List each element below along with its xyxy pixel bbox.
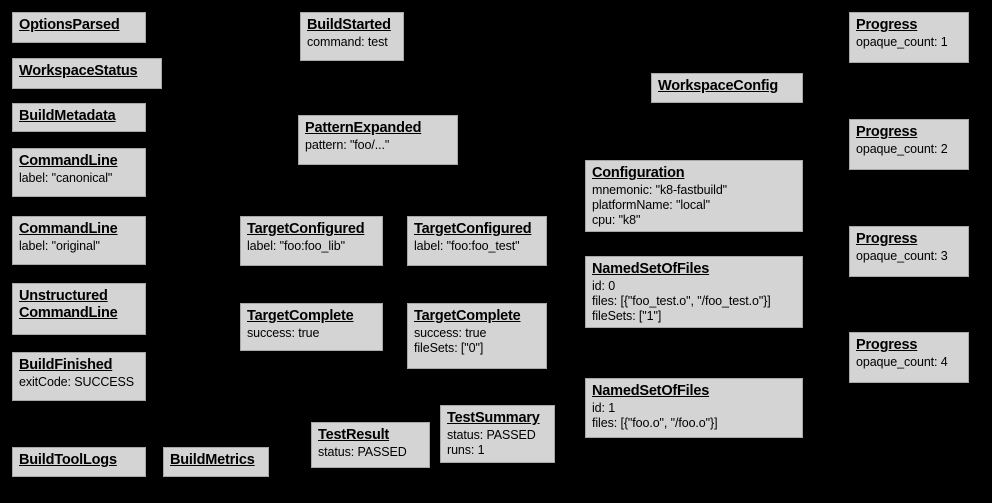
event-node-title: WorkspaceConfig <box>658 78 779 94</box>
event-node-fields: label: "foo:foo_test" <box>414 239 520 254</box>
event-node-command-line-canonical[interactable]: CommandLine label: "canonical" <box>12 148 146 197</box>
event-node-named-set-of-files-0[interactable]: NamedSetOfFiles id: 0 files: [{"foo_test.… <box>585 256 803 328</box>
event-node-title: TestResult <box>318 427 390 443</box>
event-node-target-configured-foo-test[interactable]: TargetConfigured label: "foo:foo_test" <box>407 216 547 266</box>
event-node-title: Progress <box>856 124 918 140</box>
event-node-title: Progress <box>856 337 918 353</box>
event-node-fields: opaque_count: 2 <box>856 142 948 157</box>
event-node-title: Unstructured CommandLine <box>19 288 118 322</box>
event-node-fields: success: true fileSets: ["0"] <box>414 326 487 355</box>
event-node-progress-3[interactable]: Progress opaque_count: 3 <box>849 226 969 277</box>
event-node-fields: command: test <box>307 35 388 50</box>
event-node-build-metrics[interactable]: BuildMetrics <box>163 447 269 477</box>
event-node-title: TargetConfigured <box>247 221 365 237</box>
event-node-title: TestSummary <box>447 410 540 426</box>
event-node-title: CommandLine <box>19 153 118 169</box>
event-node-build-finished[interactable]: BuildFinished exitCode: SUCCESS <box>12 352 146 401</box>
event-node-workspace-status[interactable]: WorkspaceStatus <box>12 58 162 89</box>
event-node-title: TargetConfigured <box>414 221 532 237</box>
event-node-fields: label: "original" <box>19 239 100 254</box>
event-node-configuration[interactable]: Configuration mnemonic: "k8-fastbuild" pl… <box>585 160 803 232</box>
event-node-fields: label: "canonical" <box>19 171 113 186</box>
event-node-fields: opaque_count: 4 <box>856 355 948 370</box>
event-node-fields: status: PASSED runs: 1 <box>447 428 536 457</box>
event-node-fields: mnemonic: "k8-fastbuild" platformName: "… <box>592 183 728 227</box>
event-node-title: TargetComplete <box>414 308 521 324</box>
event-node-progress-2[interactable]: Progress opaque_count: 2 <box>849 119 969 170</box>
event-node-title: BuildToolLogs <box>19 452 117 468</box>
event-node-fields: opaque_count: 3 <box>856 249 948 264</box>
event-node-title: BuildMetadata <box>19 108 116 124</box>
event-node-fields: opaque_count: 1 <box>856 35 948 50</box>
event-node-title: Configuration <box>592 165 685 181</box>
event-node-target-configured-foo-lib[interactable]: TargetConfigured label: "foo:foo_lib" <box>240 216 383 266</box>
event-node-named-set-of-files-1[interactable]: NamedSetOfFiles id: 1 files: [{"foo.o", "… <box>585 378 803 438</box>
event-node-fields: pattern: "foo/..." <box>305 138 390 153</box>
event-node-progress-1[interactable]: Progress opaque_count: 1 <box>849 12 969 63</box>
event-node-unstructured-command-line[interactable]: Unstructured CommandLine <box>12 283 146 335</box>
event-node-test-summary[interactable]: TestSummary status: PASSED runs: 1 <box>440 405 555 463</box>
event-node-pattern-expanded[interactable]: PatternExpanded pattern: "foo/..." <box>298 115 458 165</box>
event-node-title: WorkspaceStatus <box>19 63 138 79</box>
event-node-title: Progress <box>856 231 918 247</box>
event-node-build-started[interactable]: BuildStarted command: test <box>300 12 404 61</box>
event-node-fields: id: 0 files: [{"foo_test.o", "/foo_test.… <box>592 279 771 323</box>
event-node-fields: exitCode: SUCCESS <box>19 375 135 390</box>
event-node-title: BuildFinished <box>19 357 113 373</box>
event-node-fields: label: "foo:foo_lib" <box>247 239 345 254</box>
event-node-command-line-original[interactable]: CommandLine label: "original" <box>12 216 146 265</box>
event-node-title: BuildMetrics <box>170 452 255 468</box>
event-node-title: PatternExpanded <box>305 120 422 136</box>
event-node-title: TargetComplete <box>247 308 354 324</box>
event-node-target-complete-foo-lib[interactable]: TargetComplete success: true <box>240 303 383 351</box>
event-node-progress-4[interactable]: Progress opaque_count: 4 <box>849 332 969 383</box>
event-node-title: NamedSetOfFiles <box>592 383 710 399</box>
event-node-test-result[interactable]: TestResult status: PASSED <box>311 422 430 468</box>
event-node-title: NamedSetOfFiles <box>592 261 710 277</box>
event-node-title: BuildStarted <box>307 17 391 33</box>
event-node-title: OptionsParsed <box>19 17 120 33</box>
event-node-options-parsed[interactable]: OptionsParsed <box>12 12 146 43</box>
event-node-fields: success: true <box>247 326 320 341</box>
event-node-workspace-config[interactable]: WorkspaceConfig <box>651 73 803 103</box>
event-node-title: Progress <box>856 17 918 33</box>
event-node-target-complete-foo-test[interactable]: TargetComplete success: true fileSets: ["… <box>407 303 547 369</box>
event-node-fields: status: PASSED <box>318 445 407 460</box>
event-node-title: CommandLine <box>19 221 118 237</box>
event-node-fields: id: 1 files: [{"foo.o", "/foo.o"}] <box>592 401 718 430</box>
event-node-build-tool-logs[interactable]: BuildToolLogs <box>12 447 146 477</box>
event-node-build-metadata[interactable]: BuildMetadata <box>12 103 146 132</box>
